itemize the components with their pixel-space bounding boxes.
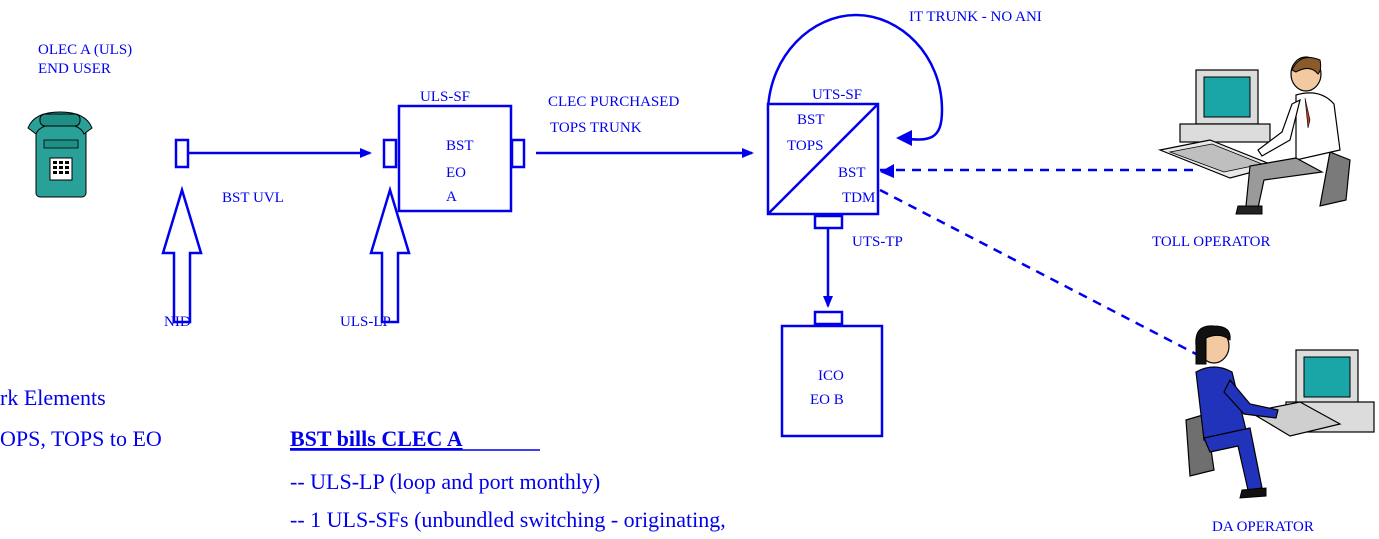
telephone-icon	[27, 111, 93, 198]
tops-text-1: BST	[797, 112, 825, 128]
uls-lp-label: ULS-LP	[340, 314, 391, 330]
clec-label-line1: CLEC PURCHASED	[548, 94, 679, 110]
uls-lp-arrow	[369, 185, 411, 324]
toll-operator-figure	[1157, 56, 1351, 215]
tops-text-2: TOPS	[787, 138, 823, 154]
da-operator-link	[879, 188, 1197, 356]
ico-eo-b-box	[780, 324, 884, 438]
it-trunk-label: IT TRUNK - NO ANI	[909, 9, 1042, 25]
nid-port	[174, 138, 190, 169]
eo-a-text-2: EO	[446, 165, 466, 181]
da-operator-label: DA OPERATOR	[1212, 519, 1314, 535]
eo-a-text-3: A	[446, 189, 457, 205]
uts-sf-label: UTS-SF	[812, 87, 862, 103]
bst-eo-a-box	[397, 104, 513, 213]
bst-uvl-label: BST UVL	[222, 190, 284, 206]
billing-item-1: -- ULS-LP (loop and port monthly)	[290, 469, 600, 494]
network-elements-text: rk Elements	[0, 385, 106, 410]
olec-label-line1: OLEC A (ULS)	[38, 42, 132, 58]
toll-link-arrowhead	[880, 164, 894, 178]
eo-a-text-1: BST	[446, 138, 474, 154]
uts-tp-label: UTS-TP	[852, 234, 903, 250]
it-trunk-loop	[766, 13, 944, 141]
toll-operator-label: TOLL OPERATOR	[1152, 234, 1270, 250]
da-operator-figure	[1185, 325, 1375, 499]
billing-title: BST bills CLEC A	[290, 426, 463, 451]
uls-lp-port	[382, 138, 398, 169]
ico-text-1: ICO	[818, 368, 844, 384]
it-trunk-arrowhead	[896, 130, 912, 146]
tdm-text-1: BST	[838, 165, 866, 181]
eo-a-trunk-port	[510, 138, 526, 169]
nid-label: NID	[164, 314, 191, 330]
billing-item-2: -- 1 ULS-SFs (unbundled switching - orig…	[290, 507, 726, 532]
tops-to-eo-text: OPS, TOPS to EO	[0, 426, 162, 451]
uts-tp-port	[813, 214, 844, 230]
ico-port	[813, 310, 844, 326]
nid-arrow	[161, 185, 203, 324]
uls-sf-label: ULS-SF	[420, 89, 470, 105]
tdm-text-2: TDM	[842, 190, 875, 206]
tops-diagonal	[767, 103, 879, 215]
olec-label-line2: END USER	[38, 61, 111, 77]
ico-text-2: EO B	[810, 392, 844, 408]
clec-label-line2: TOPS TRUNK	[550, 120, 642, 136]
